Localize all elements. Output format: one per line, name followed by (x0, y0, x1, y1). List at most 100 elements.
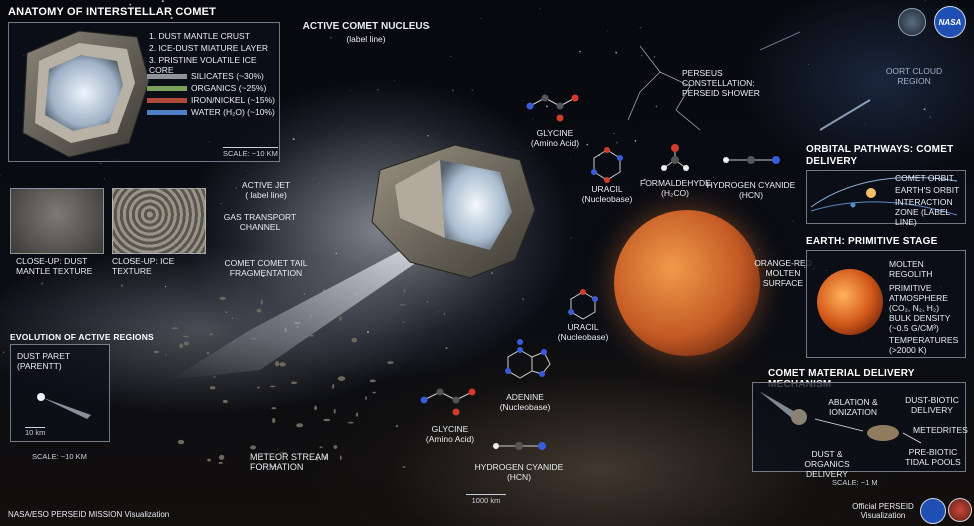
legend-silicates-label: SILICATES (~30%) (191, 71, 264, 81)
star (522, 298, 525, 301)
star (393, 79, 395, 81)
swatch-water (147, 110, 187, 116)
formaldehyde-name: FORMALDEHYDE (640, 178, 711, 188)
debris-fragment (219, 296, 226, 300)
debris-fragment (319, 446, 323, 449)
esa-footer-logo-icon (948, 498, 972, 522)
star (923, 108, 926, 111)
temperature-label: TEMPERATURES (>2000 K) (889, 335, 959, 355)
star (369, 31, 371, 34)
legend-organics-label: ORGANICS (~25%) (191, 83, 267, 93)
star (844, 148, 846, 150)
comet-orbit-label: COMET ORBIT (895, 173, 954, 183)
debris-fragment (279, 452, 288, 454)
star (586, 143, 589, 146)
debris-fragment (222, 399, 228, 404)
anatomy-panel: 1. DUST MANTLE CRUST 2. ICE-DUST MIATURE… (8, 22, 280, 162)
glycine-2-structure-icon (420, 388, 476, 416)
hcn-2-sub: (HCN) (506, 472, 532, 482)
hcn-1-name: HYDROGEN CYANIDE (706, 180, 796, 190)
debris-fragment (387, 361, 394, 364)
metedrites-label: METEDRITES (913, 425, 968, 435)
debris-fragment (269, 385, 276, 388)
tail-fragmentation-label: COMET COMET TAIL FRAGMENTATION (224, 258, 308, 278)
star (99, 162, 102, 165)
legend-iron: IRON/NICKEL (~15%) (147, 95, 275, 105)
debris-fragment (272, 417, 276, 424)
glycine-1-name: GLYCINE (536, 128, 574, 138)
density-label: BULK DENSITY (~0.5 g/cm³) (889, 313, 951, 333)
star (129, 259, 132, 262)
star (437, 310, 439, 312)
star (579, 50, 581, 53)
swatch-organics (147, 86, 187, 92)
star (634, 140, 637, 142)
star (120, 284, 123, 287)
debris-fragment (218, 454, 225, 460)
uracil-2-sub: (Nucleobase) (557, 332, 609, 342)
legend-iron-label: IRON/NICKEL (~15%) (191, 95, 275, 105)
debris-fragment (351, 337, 358, 343)
star (514, 339, 515, 340)
debris-fragment (333, 408, 336, 414)
star (480, 18, 482, 20)
debris-fragment (324, 455, 328, 460)
closeup-ice-image (112, 188, 206, 254)
planet-scale-bar: 1000 km (466, 494, 506, 505)
star (866, 241, 869, 243)
debris-fragment (314, 405, 317, 411)
earth-title: EARTH: PRIMITIVE STAGE (806, 236, 938, 247)
star (929, 116, 931, 118)
star (616, 141, 619, 144)
star (161, 0, 164, 3)
closeup-dust-label: CLOSE-UP: DUST MANTLE TEXTURE (16, 256, 93, 276)
atmosphere-label: PRIMITIVE ATMOSPHERE (CO₂, N₂, H₂) (889, 283, 948, 313)
footer-right-credit: Official PERSEID Visualization (852, 502, 914, 520)
star (0, 174, 1, 177)
interaction-zone-label: INTERACTION ZONE (label line) (895, 197, 953, 227)
swatch-iron (147, 98, 187, 104)
uracil-2-structure-icon (568, 289, 598, 320)
swatch-silicates (147, 74, 187, 80)
debris-fragment (333, 445, 338, 449)
debris-fragment (153, 350, 159, 354)
delivery-diagram (759, 391, 922, 444)
hcn-structure-icon (723, 156, 780, 164)
star (170, 16, 173, 20)
hcn-2-name: HYDROGEN CYANIDE (474, 462, 564, 472)
star (129, 3, 132, 6)
star (164, 13, 165, 14)
glycine-2-sub: (Amino Acid) (425, 434, 475, 444)
star (303, 293, 305, 295)
star (451, 89, 454, 92)
composition-legend: SILICATES (~30%) ORGANICS (~25%) IRON/NI… (147, 71, 275, 117)
debris-fragment (225, 311, 228, 314)
star (342, 125, 343, 127)
star (262, 275, 265, 277)
debris-fragment (207, 458, 212, 462)
closeup-dust-image (10, 188, 104, 254)
active-jet-label: ACTIVE JET (241, 180, 291, 190)
orbital-title: ORBITAL PATHWAYS: COMET DELIVERY (806, 144, 954, 167)
dust-biotic-label: DUST-BIOTIC DELIVERY (905, 395, 959, 415)
debris-fragment (179, 343, 184, 349)
legend-water-label: WATER (H₂O) (~10%) (191, 107, 275, 117)
uracil-1-name: URACIL (591, 184, 623, 194)
nasa-footer-logo-icon (920, 498, 946, 524)
star (246, 170, 248, 171)
nucleus-title: ACTIVE COMET NUCLEUS (302, 21, 430, 32)
star (615, 51, 618, 54)
star (165, 354, 167, 356)
footer-left-credit: NASA/ESO PERSEID MISSION Visualization (8, 510, 170, 519)
glycine-1-sub: (Amino Acid) (530, 138, 580, 148)
dust-parent-illustration (37, 393, 91, 419)
debris-fragment (218, 461, 223, 464)
debris-fragment (337, 376, 346, 381)
star (532, 118, 534, 120)
star (321, 9, 323, 11)
star (712, 176, 714, 178)
nucleus-subtitle: (label line) (346, 34, 386, 44)
